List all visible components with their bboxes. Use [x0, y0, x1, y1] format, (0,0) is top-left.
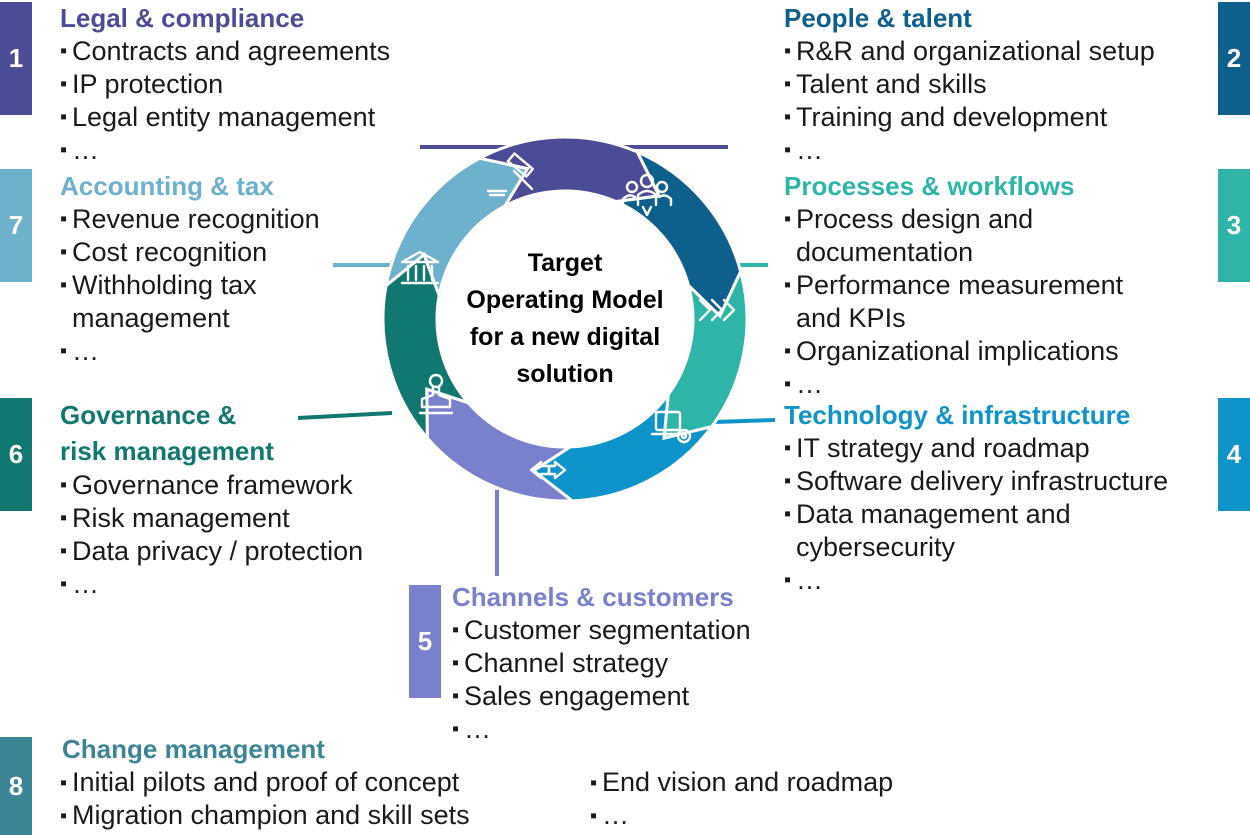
list-item: Migration champion and skill sets: [60, 800, 470, 833]
section-items: Process design and documentation Perform…: [784, 203, 1123, 401]
center-circle: [437, 191, 693, 447]
section-number-accounting: 7: [0, 169, 32, 282]
section-items: IT strategy and roadmap Software deliver…: [784, 432, 1168, 597]
section-change-management: Change management: [62, 732, 325, 766]
section-title: Channels & customers: [452, 582, 734, 612]
list-item: Legal entity management: [60, 101, 390, 134]
change-management-items-col1: Initial pilots and proof of concept Migr…: [60, 767, 470, 833]
connector-technology: [714, 418, 776, 424]
list-item: Process design and documentation: [784, 203, 1123, 269]
list-item: …: [60, 335, 320, 368]
cycle-icons: [400, 152, 736, 480]
bank-icon: [400, 250, 440, 285]
section-title: Technology & infrastructure: [784, 400, 1131, 430]
section-people: People & talent R&R and organizational s…: [784, 1, 1155, 167]
center-label: Target Operating Model for a new digital…: [455, 245, 675, 393]
list-item: Channel strategy: [452, 647, 751, 680]
list-item: Customer segmentation: [452, 614, 751, 647]
section-number-processes: 3: [1218, 169, 1250, 282]
section-channels: Channels & customers Customer segmentati…: [452, 580, 751, 746]
section-accounting: Accounting & tax Revenue recognition Cos…: [60, 169, 320, 368]
list-item: Contracts and agreements: [60, 35, 390, 68]
list-item: …: [590, 800, 893, 833]
section-number-legal: 1: [0, 2, 32, 115]
list-item: Data privacy / protection: [60, 535, 363, 568]
list-item: Governance framework: [60, 469, 363, 502]
list-item: IP protection: [60, 68, 390, 101]
section-title: Change management: [62, 734, 325, 764]
list-item: …: [60, 134, 390, 167]
section-title: Legal & compliance: [60, 3, 305, 33]
list-item: Data management and cybersecurity: [784, 498, 1168, 564]
people-group-icon: [621, 173, 673, 217]
section-items: Governance framework Risk management Dat…: [60, 469, 363, 601]
list-item: Risk management: [60, 502, 363, 535]
section-number-change-management: 8: [0, 737, 32, 835]
section-legal: Legal & compliance Contracts and agreeme…: [60, 1, 390, 167]
section-title: People & talent: [784, 3, 972, 33]
list-item: Cost recognition: [60, 236, 320, 269]
section-governance: Governance & risk management Governance …: [60, 397, 363, 601]
list-item: Sales engagement: [452, 680, 751, 713]
list-item: Performance measurement and KPIs: [784, 269, 1123, 335]
list-item: Organizational implications: [784, 335, 1123, 368]
list-item: Software delivery infrastructure: [784, 465, 1168, 498]
list-item: …: [784, 368, 1123, 401]
chevrons-icon: [698, 298, 736, 322]
list-item: …: [784, 134, 1155, 167]
connector-governance: [297, 411, 393, 420]
section-number-technology: 4: [1218, 398, 1250, 511]
laptop-gear-icon: [650, 410, 692, 444]
section-title: Accounting & tax: [60, 171, 274, 201]
center-label-line: for a new digital: [469, 323, 661, 351]
section-number-governance: 6: [0, 398, 32, 511]
section-items: R&R and organizational setup Talent and …: [784, 35, 1155, 167]
section-processes: Processes & workflows Process design and…: [784, 169, 1123, 401]
list-item: …: [452, 713, 751, 746]
section-items: Customer segmentation Channel strategy S…: [452, 614, 751, 746]
list-item: End vision and roadmap: [590, 767, 893, 800]
stamp-icon: [418, 373, 454, 415]
list-item: Withholding tax management: [60, 269, 320, 335]
list-item: Talent and skills: [784, 68, 1155, 101]
list-item: …: [60, 568, 363, 601]
gavel-icon: [486, 152, 534, 197]
section-number-channels: 5: [409, 585, 441, 698]
section-number-people: 2: [1218, 2, 1250, 115]
list-item: …: [784, 564, 1168, 597]
arrows-left-right-icon: [529, 460, 567, 480]
list-item: Initial pilots and proof of concept: [60, 767, 470, 800]
change-management-items-col2: End vision and roadmap …: [590, 767, 893, 833]
section-technology: Technology & infrastructure IT strategy …: [784, 398, 1168, 597]
list-item: Training and development: [784, 101, 1155, 134]
section-title: Governance & risk management: [60, 400, 274, 466]
list-item: Revenue recognition: [60, 203, 320, 236]
center-label-line: Operating Model: [466, 286, 664, 314]
section-items: Contracts and agreements IP protection L…: [60, 35, 390, 167]
list-item: R&R and organizational setup: [784, 35, 1155, 68]
section-title: Processes & workflows: [784, 171, 1075, 201]
list-item: IT strategy and roadmap: [784, 432, 1168, 465]
section-items: Revenue recognition Cost recognition Wit…: [60, 203, 320, 368]
center-label-line: solution: [516, 360, 614, 388]
center-label-line: Target: [527, 249, 603, 277]
